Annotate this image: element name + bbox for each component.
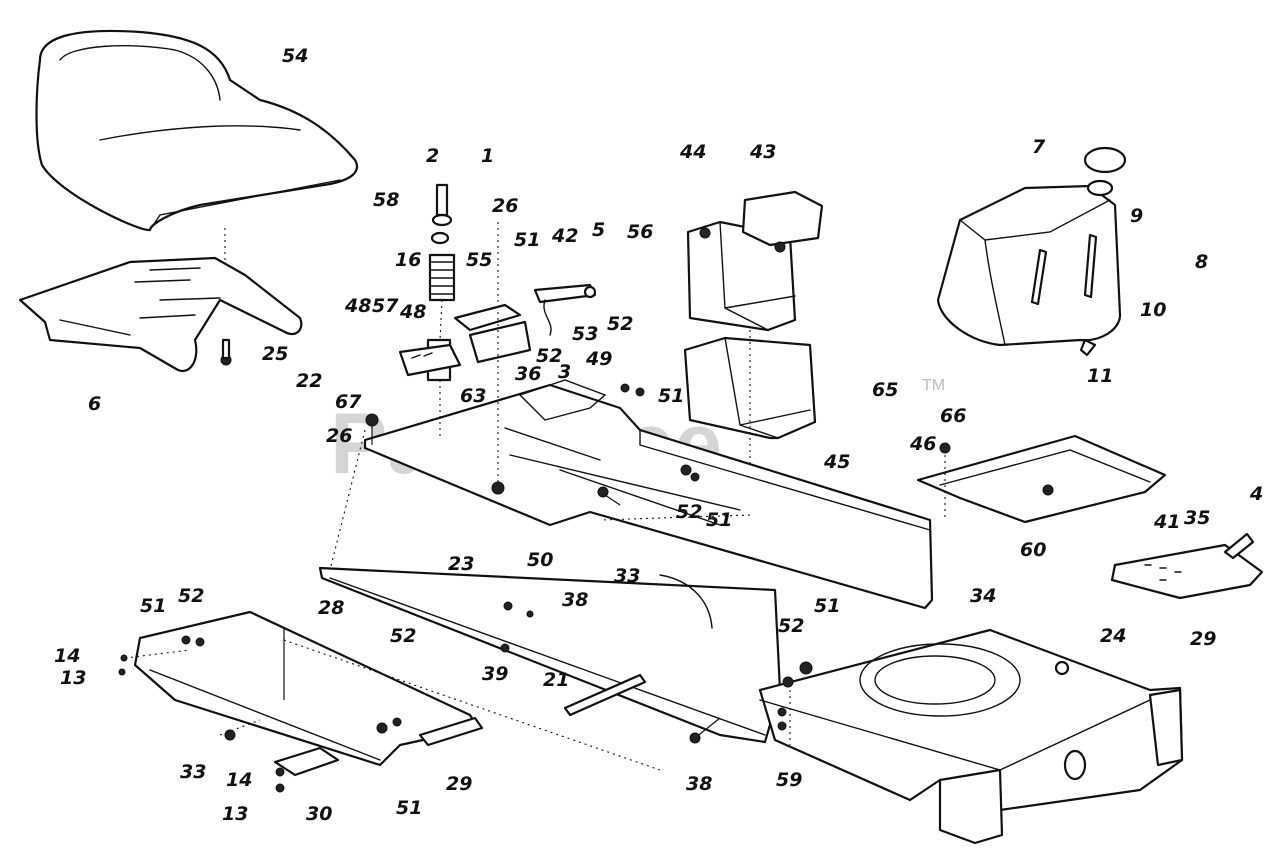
callout-labels: 54 2 1 58 26 16 55 51 42 5 56 44 43 7 9 …: [54, 45, 1263, 825]
callout-30: 30: [306, 803, 332, 825]
callout-53: 53: [572, 323, 598, 345]
callout-34: 34: [970, 585, 996, 607]
part-seat: [35, 29, 358, 232]
callout-35: 35: [1184, 507, 1210, 529]
callout-5: 5: [592, 219, 605, 241]
callout-60: 60: [1020, 539, 1046, 561]
callout-52: 52: [676, 501, 702, 523]
callout-10: 10: [1140, 299, 1166, 321]
part-foot-plate: [916, 434, 1167, 524]
callout-23: 23: [448, 553, 474, 575]
callout-39: 39: [482, 663, 508, 685]
callout-54: 54: [282, 45, 308, 67]
callout-25: 25: [262, 343, 288, 365]
part-rear-chassis: [758, 628, 1184, 845]
callout-33: 33: [180, 761, 206, 783]
part-battery: [686, 190, 824, 332]
callout-36: 36: [515, 363, 541, 385]
part-frame-top-panel: [363, 379, 934, 610]
callout-45: 45: [823, 451, 850, 473]
watermark-tm: TM: [922, 377, 945, 394]
callout-43: 43: [749, 141, 776, 163]
callout-48: 48: [399, 301, 426, 323]
callout-44: 44: [679, 141, 706, 163]
callout-46: 46: [909, 433, 936, 455]
callout-11: 11: [1087, 365, 1113, 387]
callout-24: 24: [1100, 625, 1126, 647]
callout-26: 26: [492, 195, 518, 217]
callout-14: 14: [54, 645, 80, 667]
part-fuel-tank: [936, 146, 1127, 347]
callout-13: 13: [60, 667, 86, 689]
callout-13: 13: [222, 803, 248, 825]
callout-22: 22: [296, 370, 322, 392]
fasteners: [118, 338, 1054, 793]
callout-57: 57: [372, 295, 399, 317]
callout-51: 51: [814, 595, 840, 617]
callout-52: 52: [536, 345, 562, 367]
callout-52: 52: [178, 585, 204, 607]
callout-56: 56: [627, 221, 653, 243]
callout-1: 1: [481, 145, 494, 167]
callout-8: 8: [1195, 251, 1208, 273]
callout-52: 52: [778, 615, 804, 637]
part-foot-plate-left: [133, 610, 484, 777]
callout-50: 50: [527, 549, 553, 571]
callout-6: 6: [88, 393, 101, 415]
callout-58: 58: [373, 189, 399, 211]
leader-lines: [124, 222, 946, 771]
callout-49: 49: [585, 348, 612, 370]
callout-9: 9: [1130, 205, 1143, 227]
callout-29: 29: [446, 773, 472, 795]
callout-38: 38: [686, 773, 712, 795]
callout-65: 65: [872, 379, 898, 401]
callout-51: 51: [706, 509, 732, 531]
callout-59: 59: [776, 769, 802, 791]
callout-2: 2: [426, 145, 439, 167]
callout-38: 38: [562, 589, 588, 611]
callout-52: 52: [390, 625, 416, 647]
callout-63: 63: [460, 385, 486, 407]
callout-21: 21: [543, 669, 569, 691]
part-lower-frame-rail: [318, 566, 782, 744]
callout-16: 16: [395, 249, 421, 271]
part-seat-adjust-linkage: [398, 283, 597, 377]
part-battery-tray: [683, 330, 817, 515]
callout-51: 51: [514, 229, 540, 251]
callout-51: 51: [396, 797, 422, 819]
callout-33: 33: [614, 565, 640, 587]
callout-26: 26: [326, 425, 352, 447]
part-seat-plate: [18, 256, 303, 373]
part-fuel-clip: [1079, 338, 1097, 357]
callout-67: 67: [335, 391, 362, 413]
callout-41: 41: [1153, 511, 1180, 533]
callout-4: 4: [1249, 483, 1263, 505]
callout-42: 42: [551, 225, 578, 247]
part-spring-assembly: [426, 183, 456, 382]
part-pedal-plate-right: [1110, 532, 1264, 600]
callout-7: 7: [1032, 136, 1046, 158]
callout-55: 55: [466, 249, 492, 271]
callout-51: 51: [658, 385, 684, 407]
callout-14: 14: [226, 769, 252, 791]
callout-51: 51: [140, 595, 166, 617]
callout-66: 66: [940, 405, 966, 427]
callout-48: 48: [344, 295, 371, 317]
callout-28: 28: [318, 597, 344, 619]
callout-52: 52: [607, 313, 633, 335]
callout-3: 3: [558, 361, 571, 383]
callout-29: 29: [1190, 628, 1216, 650]
